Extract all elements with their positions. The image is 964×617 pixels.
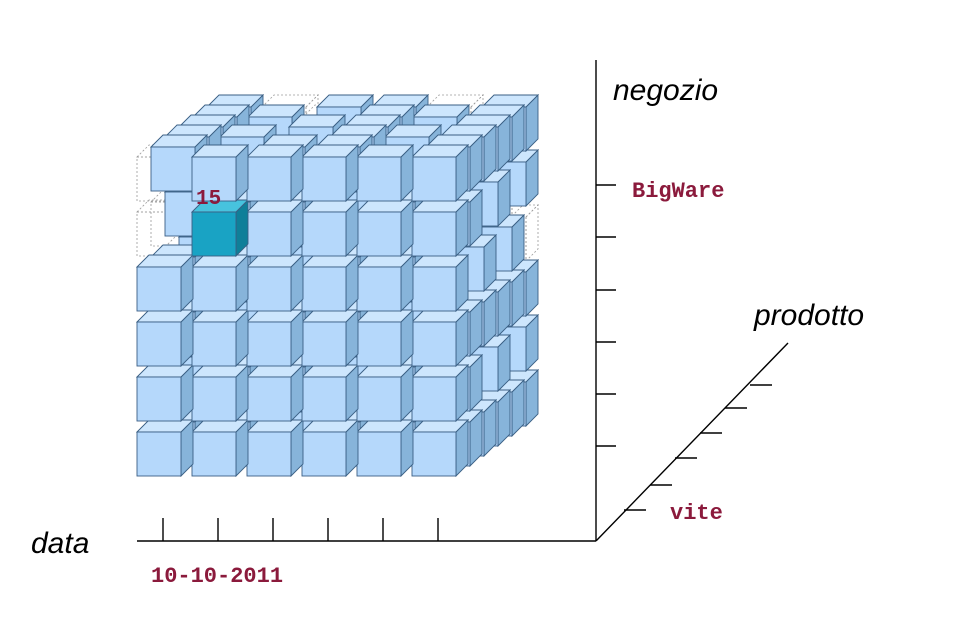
highlighted-cell: [190, 198, 250, 258]
filled-cells-layer: [135, 93, 540, 478]
axes-layer: [137, 60, 789, 542]
negozio-axis-title: negozio: [613, 74, 719, 107]
cube-cell: [245, 363, 305, 423]
cube-cell: [135, 308, 195, 368]
cube-cell: [300, 308, 360, 368]
data-axis-value-label: 10-10-2011: [151, 564, 284, 589]
cube-cell: [355, 198, 415, 258]
prodotto-axis-line: [595, 342, 789, 542]
cube-cell: [190, 418, 250, 478]
cube-cell: [135, 363, 195, 423]
cube-cell: [190, 308, 250, 368]
cube-cell: [300, 363, 360, 423]
cube-cell: [135, 418, 195, 478]
cube-cell: [245, 198, 305, 258]
cube-cell: [410, 418, 470, 478]
cube-cell: [355, 143, 415, 203]
cube-cell: [190, 363, 250, 423]
cube-cell: [190, 253, 250, 313]
cube-cell: [355, 253, 415, 313]
cube-cell: [355, 363, 415, 423]
cube-cell: [300, 253, 360, 313]
cube-cell: [245, 418, 305, 478]
cube-cell: [355, 308, 415, 368]
cube-cell: [300, 198, 360, 258]
cube-cell: [410, 253, 470, 313]
negozio-axis-value-label: BigWare: [632, 179, 725, 204]
prodotto-axis-title: prodotto: [754, 299, 865, 332]
data-axis-title: data: [31, 527, 90, 560]
cube-cell: [410, 143, 470, 203]
cube-cell: [245, 143, 305, 203]
cube-cell: [135, 253, 195, 313]
cube-cell: [300, 418, 360, 478]
cube-cell: [300, 143, 360, 203]
cube-cell: [410, 198, 470, 258]
highlighted-cell-value: 15: [196, 188, 222, 211]
cube-cell: [410, 363, 470, 423]
cube-cell: [190, 143, 250, 203]
prodotto-axis-value-label: vite: [670, 501, 723, 526]
cube-cell: [245, 253, 305, 313]
cube-cell: [410, 308, 470, 368]
cube-cell: [355, 418, 415, 478]
cube-cell: [245, 308, 305, 368]
